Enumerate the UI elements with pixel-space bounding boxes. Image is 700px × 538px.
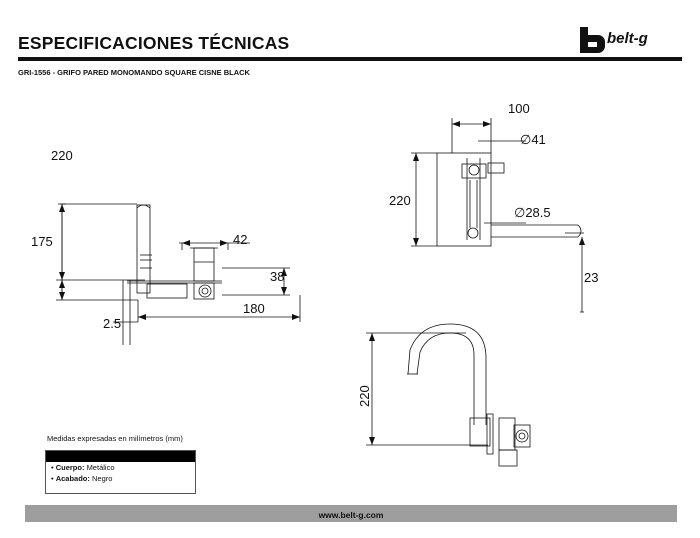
dim-label-38: 38 bbox=[270, 269, 284, 284]
dim-label-220-top: 220 bbox=[389, 193, 411, 208]
dim-label-23: 23 bbox=[584, 270, 598, 285]
gooseneck-outer bbox=[416, 332, 475, 425]
spec-finish-value: Negro bbox=[91, 474, 113, 483]
spec-body-label: Cuerpo: bbox=[55, 463, 85, 472]
footer-url-link[interactable]: www.belt-g.com bbox=[318, 510, 384, 520]
dim-label-100: 100 bbox=[508, 101, 530, 116]
dim-label-175: 175 bbox=[31, 234, 53, 249]
brand-name: belt-g bbox=[607, 30, 648, 47]
dim-label-220-front: 220 bbox=[357, 385, 372, 407]
product-subtitle: GRI-1556 - GRIFO PARED MONOMANDO SQUARE … bbox=[18, 68, 250, 77]
dim-label-180: 180 bbox=[243, 301, 265, 316]
header-rule bbox=[18, 57, 682, 61]
brand-logo-icon bbox=[580, 27, 605, 53]
spec-body-value: Metálico bbox=[86, 463, 115, 472]
dim-label-42: 42 bbox=[233, 232, 247, 247]
wall-plate-top bbox=[436, 152, 492, 247]
dim-label-diam-41: ∅41 bbox=[520, 132, 546, 147]
spec-box: • Cuerpo: Metálico • Acabado: Negro bbox=[45, 450, 196, 494]
dim-label-2-5: 2.5 bbox=[103, 316, 121, 331]
spec-finish: • Acabado: Negro bbox=[51, 474, 113, 483]
spec-box-header bbox=[46, 451, 195, 462]
dim-label-diam-28-5: ∅28.5 bbox=[514, 205, 551, 220]
dim-label-220-side: 220 bbox=[51, 148, 73, 163]
spec-finish-label: Acabado: bbox=[55, 474, 90, 483]
units-note: Medidas expresadas en milímetros (mm) bbox=[47, 434, 183, 443]
footer-bar: www.belt-g.com bbox=[25, 505, 677, 522]
gooseneck-inner bbox=[407, 323, 487, 425]
spec-body: • Cuerpo: Metálico bbox=[51, 463, 115, 472]
page-title: ESPECIFICACIONES TÉCNICAS bbox=[18, 33, 290, 53]
handle-shape bbox=[193, 247, 215, 282]
